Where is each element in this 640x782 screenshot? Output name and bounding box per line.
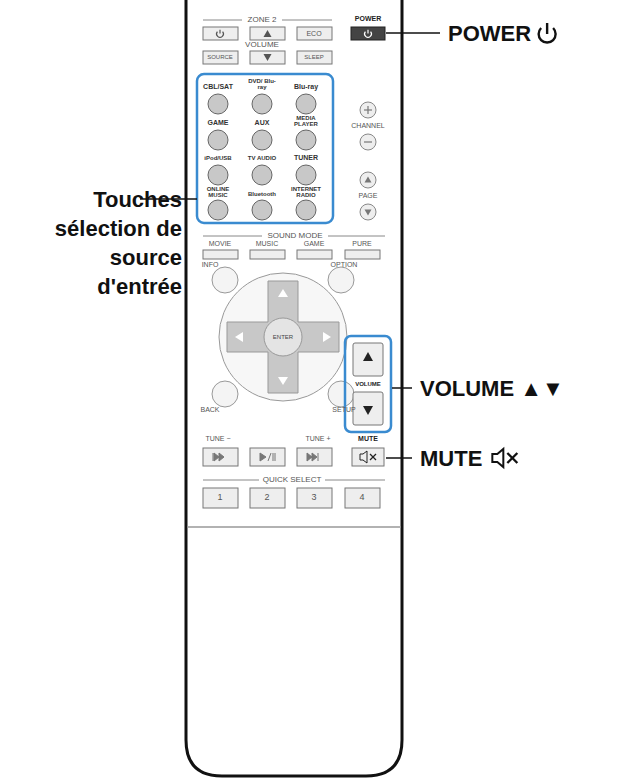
button-label: ONLINE MUSIC bbox=[203, 186, 233, 199]
button-label: BACK bbox=[200, 406, 219, 413]
mute-button bbox=[352, 448, 384, 466]
button-number: 1 bbox=[217, 493, 222, 502]
button-label: MEDIA PLAYER bbox=[291, 115, 321, 128]
button-label: TV AUDIO bbox=[248, 155, 276, 161]
button-label: Blu-ray bbox=[294, 83, 318, 90]
button-label: PURE bbox=[352, 240, 371, 247]
button-label: GAME bbox=[208, 119, 229, 126]
button-number: 3 bbox=[311, 493, 316, 502]
button-label: MOVIE bbox=[209, 240, 232, 247]
volume-group-frame bbox=[345, 336, 391, 432]
button-label: ENTER bbox=[273, 334, 293, 340]
remote-body bbox=[186, 0, 402, 776]
power-button bbox=[351, 27, 385, 40]
section-title: ZONE 2 bbox=[248, 16, 277, 24]
page-down-symbol bbox=[365, 210, 372, 216]
volume-up-symbol bbox=[363, 352, 373, 361]
channel-page-buttons bbox=[360, 102, 376, 220]
button-label: SLEEP bbox=[304, 54, 323, 60]
button-label: Bluetooth bbox=[248, 191, 276, 197]
power-symbols bbox=[217, 30, 372, 38]
section-title: QUICK SELECT bbox=[263, 476, 322, 484]
dpad-arrows bbox=[235, 289, 331, 385]
callout-label: VOLUME ▲▼ bbox=[420, 374, 564, 403]
corner-buttons bbox=[212, 267, 354, 407]
button-label: SOURCE bbox=[207, 54, 233, 60]
volume-down-button bbox=[353, 392, 383, 425]
button-label: GAME bbox=[304, 240, 325, 247]
button-label: CBL/SAT bbox=[203, 83, 233, 90]
button-label: DVD/ Blu-ray bbox=[248, 78, 276, 91]
mute-symbol bbox=[360, 451, 376, 463]
button-label: PAGE bbox=[359, 192, 378, 199]
dpad-ring bbox=[219, 273, 347, 401]
button-label: iPod/USB bbox=[204, 155, 231, 161]
enter-button bbox=[264, 318, 302, 356]
body-seam bbox=[187, 526, 401, 528]
section-title: SOUND MODE bbox=[267, 232, 322, 240]
button-label: SETUP bbox=[332, 406, 355, 413]
button-label: INTERNET RADIO bbox=[287, 186, 325, 199]
mute-icon bbox=[492, 449, 517, 467]
transport-symbols bbox=[213, 453, 318, 461]
page-up-symbol bbox=[365, 177, 372, 183]
button-label: VOLUME bbox=[355, 381, 381, 387]
leader-lines bbox=[140, 33, 440, 458]
power-icon bbox=[539, 23, 556, 43]
down-symbol bbox=[264, 54, 272, 61]
volume-up-button bbox=[353, 343, 383, 376]
volume-down-symbol bbox=[363, 406, 373, 415]
callout-label: MUTE bbox=[420, 444, 482, 473]
rect-buttons bbox=[203, 27, 380, 508]
dpad-cross bbox=[227, 281, 339, 393]
up-symbol bbox=[264, 30, 272, 37]
button-label: OPTION bbox=[331, 261, 358, 268]
button-number: 4 bbox=[359, 493, 364, 502]
button-label: TUNE − bbox=[205, 435, 230, 442]
callout-label: POWER bbox=[448, 19, 531, 48]
button-label: TUNER bbox=[294, 154, 318, 161]
button-label: CHANNEL bbox=[351, 122, 384, 129]
button-label: INFO bbox=[202, 261, 219, 268]
button-label: POWER bbox=[355, 15, 381, 22]
section-rules bbox=[203, 20, 385, 480]
section-title: VOLUME bbox=[245, 41, 279, 49]
button-label: TUNE + bbox=[305, 435, 330, 442]
button-label: ECO bbox=[306, 30, 321, 37]
input-group-frame bbox=[197, 74, 333, 223]
button-label: AUX bbox=[255, 119, 270, 126]
callout-label: Touches sélection de source d'entrée bbox=[22, 185, 182, 301]
button-label: MUSIC bbox=[256, 240, 279, 247]
button-number: 2 bbox=[264, 493, 269, 502]
button-label: MUTE bbox=[358, 435, 378, 442]
